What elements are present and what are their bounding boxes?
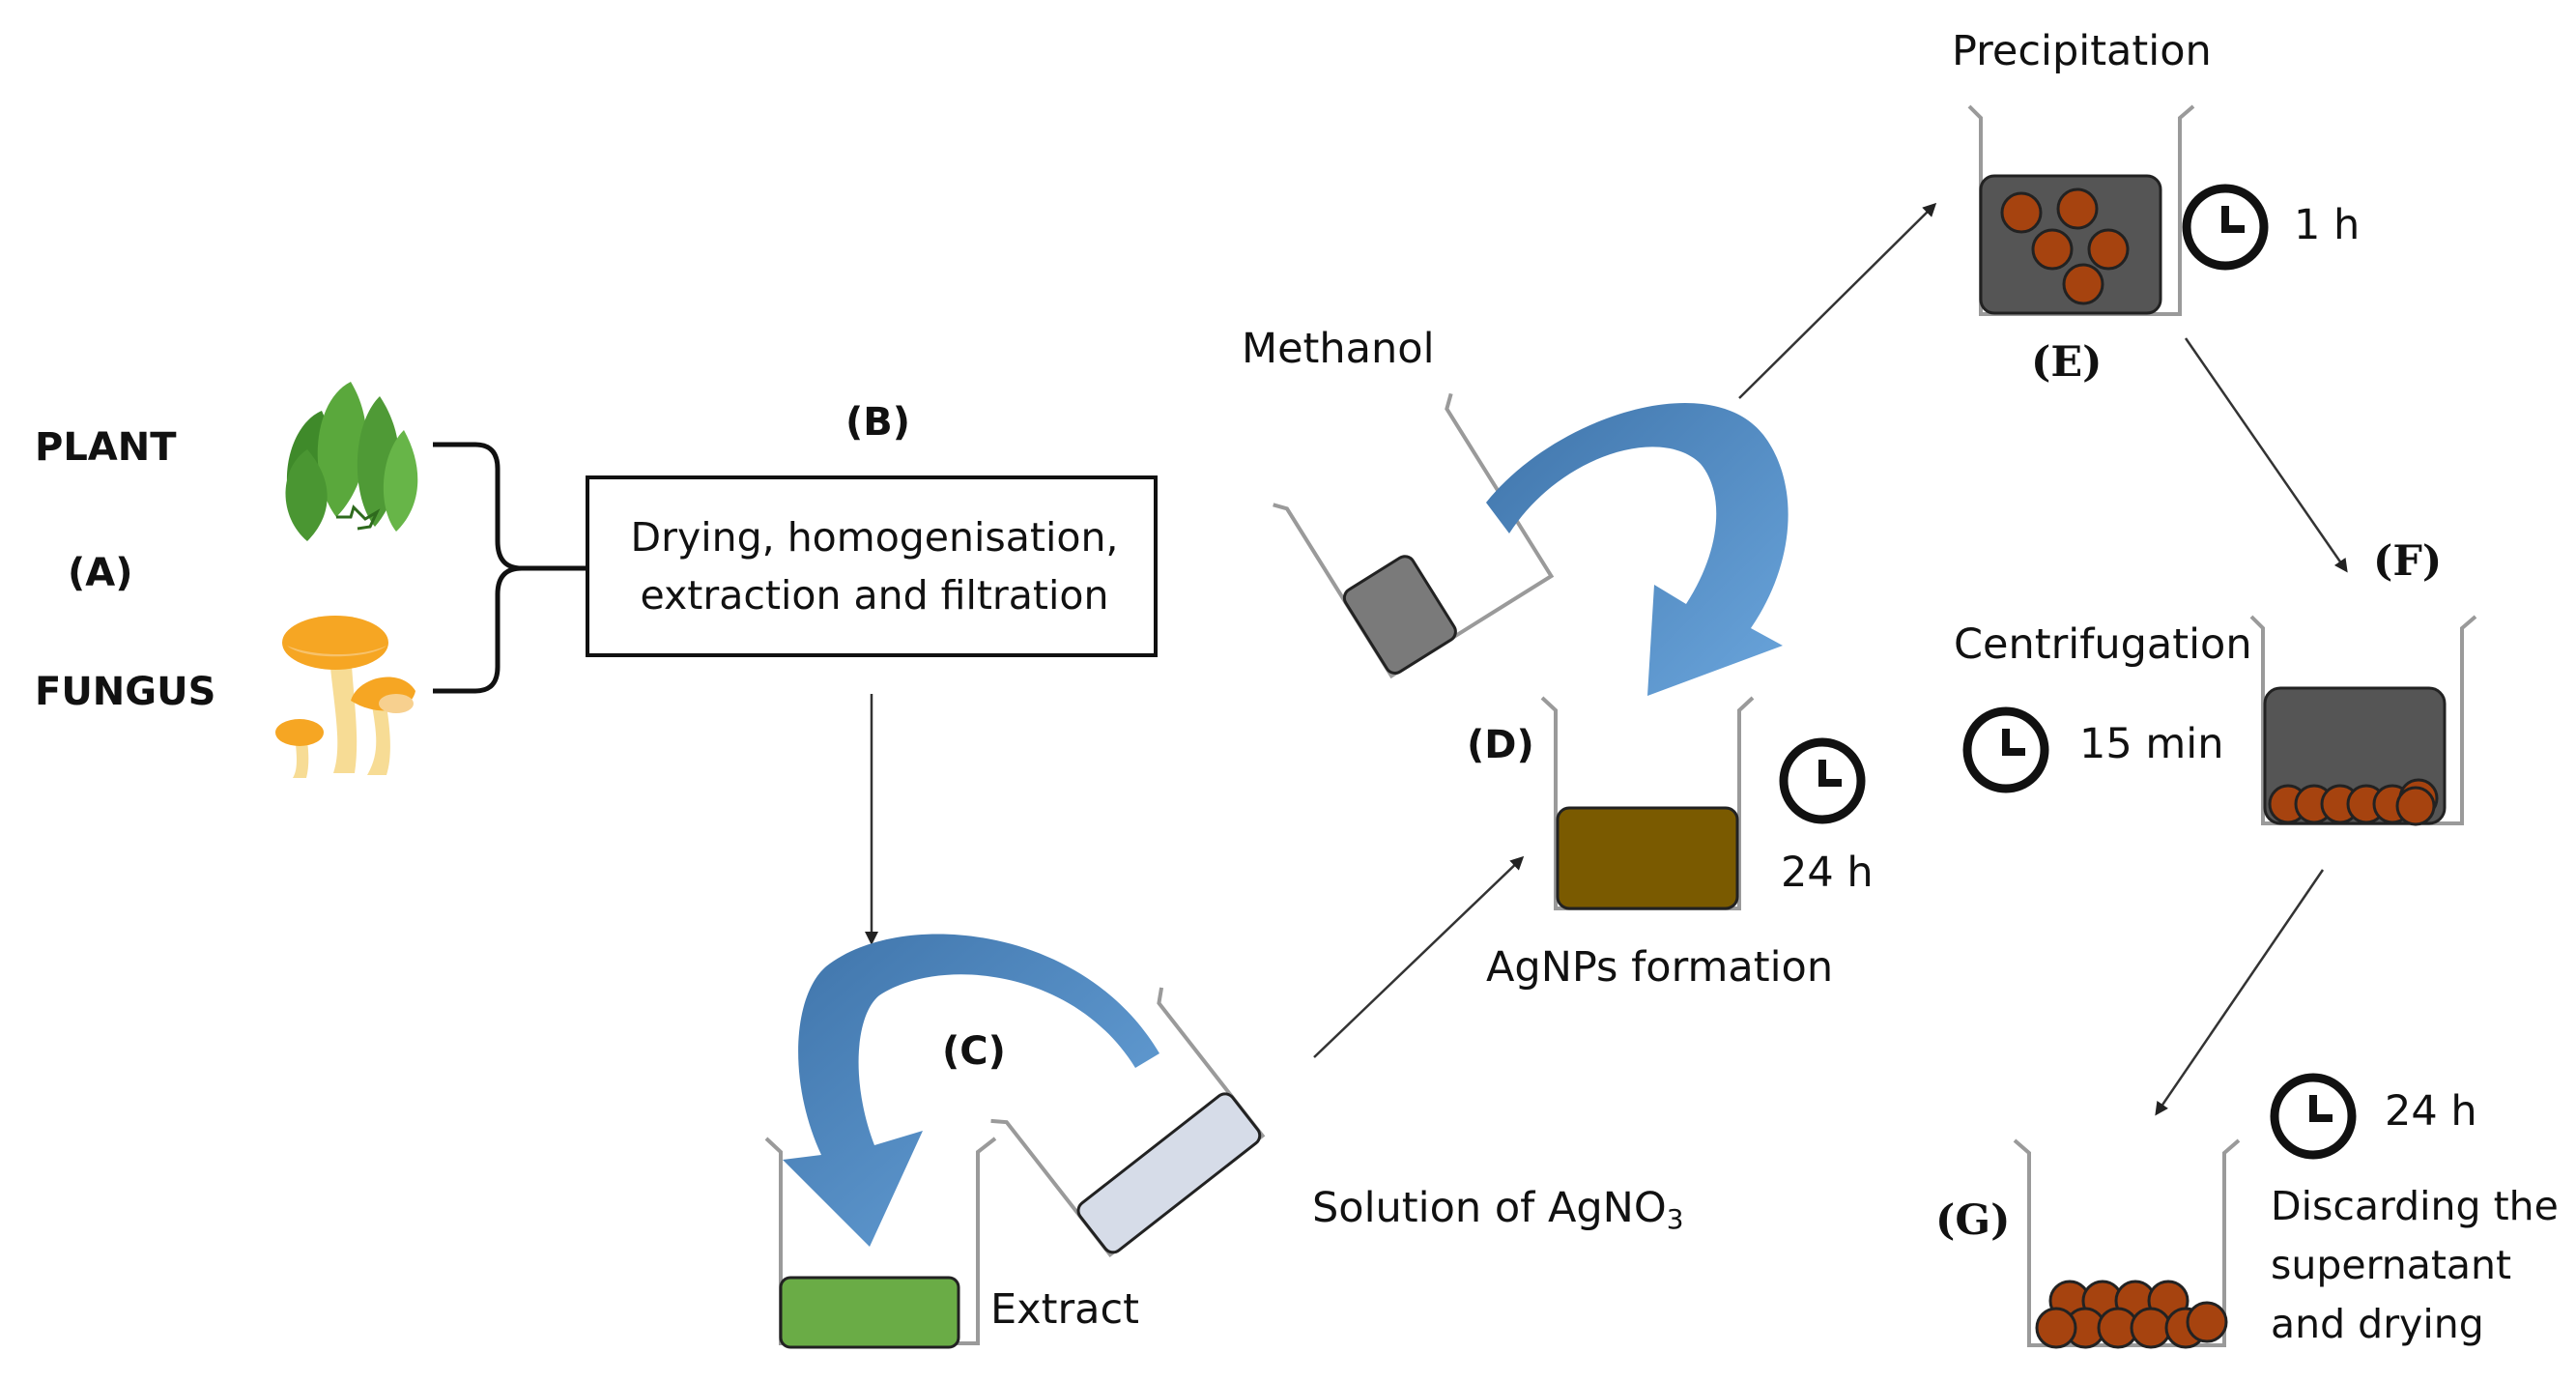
particles	[2268, 778, 2439, 826]
step-g-line-2: supernatant	[2271, 1242, 2512, 1288]
agno3-subscript: 3	[1666, 1202, 1684, 1235]
agnps-formation-label: AgNPs formation	[1486, 943, 1834, 992]
agno3-prefix: Solution of AgNO	[1312, 1184, 1667, 1232]
agno3-label: Solution of AgNO3	[1312, 1184, 1683, 1235]
step-b-label: (B)	[845, 400, 911, 445]
step-e-label: (E)	[2031, 338, 2103, 387]
pour-arrow-icon	[1486, 403, 1789, 696]
flow-arrow-f-to-g	[2155, 869, 2325, 1116]
beaker-icon	[1540, 696, 1755, 910]
time-d-label: 24 h	[1781, 849, 1874, 897]
particles	[2035, 1280, 2228, 1349]
methanol-label: Methanol	[1242, 325, 1435, 373]
beaker-icon	[2249, 615, 2477, 826]
time-f-label: 15 min	[2079, 720, 2224, 768]
step-g-line-1: Discarding the	[2271, 1183, 2559, 1229]
step-c-label: (C)	[942, 1029, 1006, 1074]
step-f-label: (F)	[2373, 537, 2443, 586]
pour-arrow-icon	[783, 934, 1159, 1247]
step-a-label: (A)	[68, 551, 133, 595]
grouping-bracket	[433, 442, 587, 694]
plant-label: PLANT	[35, 425, 177, 470]
flow-arrow-c-to-d	[1313, 855, 1525, 1058]
methanol-liquid	[1342, 555, 1457, 675]
beaker-icon	[990, 987, 1266, 1258]
step-b-line-2: extraction and filtration	[640, 572, 1109, 619]
beaker-icon	[764, 1137, 997, 1349]
step-d-label: (D)	[1467, 723, 1534, 767]
time-g-label: 24 h	[2385, 1087, 2477, 1136]
step-g-label: (G)	[1935, 1196, 2011, 1245]
clock-icon	[2182, 184, 2269, 271]
time-e-label: 1 h	[2294, 201, 2361, 249]
extract-label: Extract	[990, 1285, 1140, 1334]
clock-icon	[1779, 737, 1866, 824]
beaker-icon	[1967, 104, 2195, 316]
particles	[2000, 187, 2130, 305]
beaker-icon	[1273, 392, 1555, 679]
flow-arrow-d-to-e	[1738, 202, 1937, 399]
extract-liquid	[779, 1276, 960, 1349]
step-b-box	[586, 475, 1158, 657]
precipitation-label: Precipitation	[1952, 27, 2212, 75]
centrifugation-label: Centrifugation	[1954, 620, 2252, 669]
fungus-label: FUNGUS	[35, 670, 216, 714]
agno3-liquid	[1076, 1092, 1262, 1254]
beaker-icon	[2013, 1138, 2241, 1349]
mushroom-icon	[275, 616, 415, 778]
step-b-description: Drying, homogenisation, extraction and f…	[589, 479, 1159, 653]
step-g-description: Discarding the supernatant and drying	[2271, 1177, 2559, 1354]
step-g-line-3: and drying	[2271, 1301, 2484, 1347]
agnps-liquid	[1556, 806, 1739, 910]
leaves-icon	[285, 382, 418, 541]
step-b-line-1: Drying, homogenisation,	[630, 514, 1119, 561]
flow-arrow-e-to-f	[2184, 337, 2348, 573]
clock-icon	[2270, 1073, 2357, 1160]
clock-icon	[1962, 706, 2049, 793]
